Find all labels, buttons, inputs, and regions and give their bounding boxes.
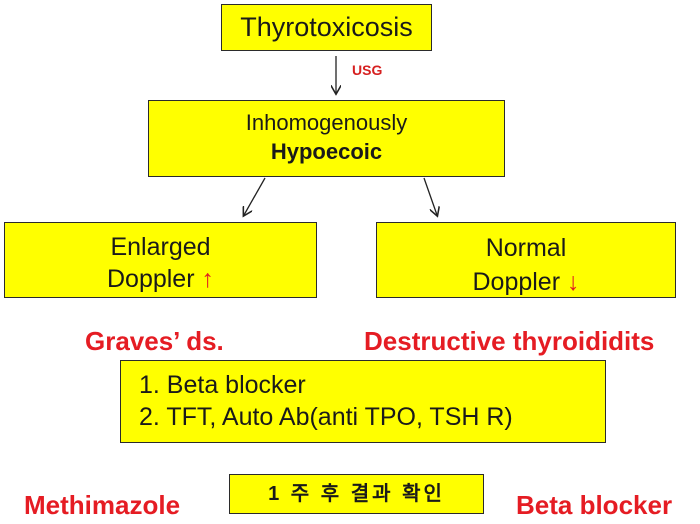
result-check-label: 1 주 후 결과 확인 [268,483,445,505]
therapy-item-1: 1. Beta blocker [139,371,306,399]
normal-doppler-box: Normal Doppler ↓ [376,222,676,298]
usg-label: USG [352,62,383,78]
result-check-box: 1 주 후 결과 확인 [229,474,484,514]
thyrotoxicosis-label: Thyrotoxicosis [240,12,413,42]
enlarged-line2: Doppler [106,265,195,293]
destructive-thyroiditis-label: Destructive thyroididits [364,326,655,356]
graves-label: Graves’ ds. [85,326,224,356]
hypo-line2: Hypoecoic [270,139,383,164]
normal-line1: Normal [485,234,567,262]
arrow-hypo-to-normal [423,177,437,215]
arrow-up-icon: ↑ [201,265,215,293]
therapy-item-2: 2. TFT, Auto Ab(anti TPO, TSH R) [139,403,513,431]
enlarged-line2-row: Doppler ↑ [5,263,316,295]
therapy-box: 1. Beta blocker 2. TFT, Auto Ab(anti TPO… [120,360,606,443]
arrow-down-icon: ↓ [567,268,580,296]
hypo-line1: Inhomogenously [245,110,408,135]
hypoecoic-box: Inhomogenously Hypoecoic [148,100,505,177]
arrow-hypo-to-enlarged [244,177,266,215]
beta-blocker-label: Beta blocker [516,490,673,520]
normal-line2-row: Doppler ↓ [377,265,675,299]
enlarged-line1: Enlarged [110,233,211,261]
methimazole-label: Methimazole [24,490,181,520]
normal-line2: Doppler [472,268,561,296]
thyrotoxicosis-box: Thyrotoxicosis [221,4,432,51]
enlarged-doppler-box: Enlarged Doppler ↑ [4,222,317,298]
